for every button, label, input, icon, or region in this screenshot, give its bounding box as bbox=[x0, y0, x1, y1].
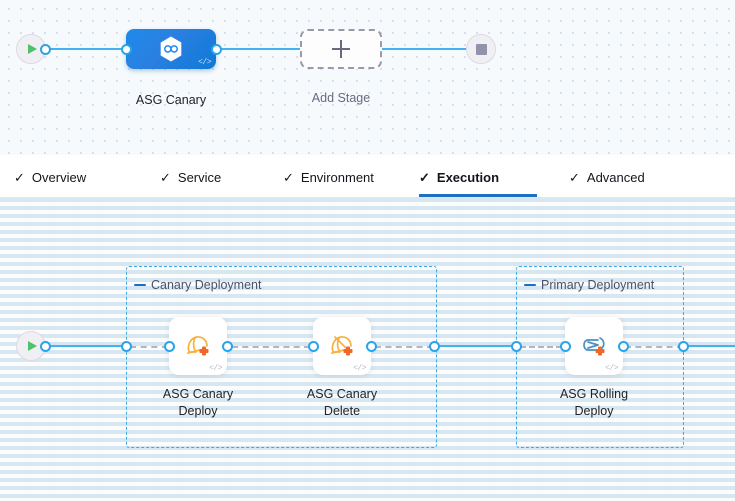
group-label-text: Canary Deployment bbox=[151, 278, 262, 292]
port-group2-in[interactable] bbox=[511, 340, 522, 352]
stage-canvas[interactable]: </> ASG Canary Add Stage bbox=[0, 0, 735, 155]
code-badge-icon[interactable]: </> bbox=[353, 364, 366, 373]
port-step2-out[interactable] bbox=[365, 340, 377, 352]
step-label-line2: Deploy bbox=[574, 404, 614, 418]
port-step1-out[interactable] bbox=[221, 340, 233, 352]
step-label-asg-canary-deploy: ASG Canary Deploy bbox=[143, 386, 253, 420]
tab-advanced-label: Advanced bbox=[586, 169, 645, 185]
tab-execution[interactable]: ✓ Execution bbox=[419, 155, 537, 197]
tab-overview-label: Overview bbox=[31, 169, 87, 185]
minus-icon[interactable] bbox=[134, 284, 146, 286]
connector-start-to-stage bbox=[42, 48, 134, 50]
tab-environment[interactable]: ✓ Environment bbox=[283, 155, 393, 197]
plus-icon bbox=[332, 40, 350, 58]
check-icon: ✓ bbox=[160, 169, 171, 185]
step-label-line2: Deploy bbox=[178, 404, 218, 418]
step-group-canary-deployment[interactable] bbox=[126, 266, 437, 448]
connector-group2-to-next bbox=[684, 345, 735, 347]
port-stage-in[interactable] bbox=[120, 43, 132, 55]
harness-hexagon-infinity-icon bbox=[160, 36, 182, 62]
connector-dashed-4 bbox=[520, 346, 562, 348]
step-group-primary-deployment[interactable] bbox=[516, 266, 684, 448]
step-label-line2: Delete bbox=[323, 404, 361, 418]
tab-service-label: Service bbox=[177, 169, 222, 185]
step-label-asg-rolling-deploy: ASG Rolling Deploy bbox=[539, 386, 649, 420]
connector-dashed-2 bbox=[232, 346, 310, 348]
play-icon bbox=[28, 44, 37, 54]
group-label-text: Primary Deployment bbox=[541, 278, 655, 292]
check-icon: ✓ bbox=[419, 169, 430, 185]
port-step3-out[interactable] bbox=[617, 340, 629, 352]
port-group1-out[interactable] bbox=[429, 340, 440, 352]
connector-dashed-1 bbox=[130, 346, 168, 348]
asg-canary-deploy-icon bbox=[187, 335, 209, 355]
check-icon: ✓ bbox=[283, 169, 294, 185]
tab-environment-label: Environment bbox=[300, 169, 374, 185]
code-badge-icon[interactable]: </> bbox=[605, 364, 618, 373]
connector-add-to-end bbox=[382, 48, 474, 50]
tab-advanced[interactable]: ✓ Advanced bbox=[569, 155, 669, 197]
asg-rolling-deploy-icon bbox=[583, 336, 605, 355]
port-step2-in[interactable] bbox=[307, 340, 319, 352]
asg-canary-delete-icon bbox=[331, 335, 353, 355]
check-icon: ✓ bbox=[14, 169, 25, 185]
step-node-asg-canary-delete[interactable]: </> bbox=[313, 317, 371, 375]
add-stage-label: Add Stage bbox=[311, 91, 371, 105]
minus-icon[interactable] bbox=[524, 284, 536, 286]
port-start-out[interactable] bbox=[40, 43, 51, 55]
tab-execution-label: Execution bbox=[436, 169, 500, 185]
step-node-asg-rolling-deploy[interactable]: </> bbox=[565, 317, 623, 375]
port-stage-out[interactable] bbox=[210, 43, 222, 55]
port-step3-in[interactable] bbox=[559, 340, 571, 352]
port-step1-in[interactable] bbox=[163, 340, 175, 352]
pipeline-end-node[interactable] bbox=[466, 34, 496, 64]
add-stage-button[interactable] bbox=[300, 29, 382, 69]
step-label-asg-canary-delete: ASG Canary Delete bbox=[287, 386, 397, 420]
pipeline-start-node[interactable] bbox=[16, 34, 46, 64]
step-node-asg-canary-deploy[interactable]: </> bbox=[169, 317, 227, 375]
step-group-canary-deployment-label[interactable]: Canary Deployment bbox=[134, 278, 261, 292]
stop-icon bbox=[475, 43, 487, 55]
connector-dashed-5 bbox=[625, 346, 683, 348]
connector-dashed-3 bbox=[375, 346, 433, 348]
tab-service[interactable]: ✓ Service bbox=[160, 155, 240, 197]
connector-stage-to-add bbox=[216, 48, 304, 50]
port-group2-out[interactable] bbox=[678, 340, 689, 352]
code-badge-icon[interactable]: </> bbox=[198, 58, 211, 67]
port-group1-in[interactable] bbox=[121, 340, 132, 352]
step-group-primary-deployment-label[interactable]: Primary Deployment bbox=[524, 278, 654, 292]
execution-canvas[interactable]: Canary Deployment Primary Deployment bbox=[0, 198, 735, 501]
play-icon bbox=[28, 341, 37, 351]
step-label-line1: ASG Rolling bbox=[559, 387, 629, 401]
connector-start-to-group1 bbox=[42, 345, 128, 347]
step-label-line1: ASG Canary bbox=[162, 387, 234, 401]
stage-node-label: ASG Canary bbox=[135, 93, 207, 107]
stage-config-tabs: ✓ Overview ✓ Service ✓ Environment ✓ Exe… bbox=[0, 155, 735, 198]
port-exec-start-out[interactable] bbox=[40, 340, 51, 352]
code-badge-icon[interactable]: </> bbox=[209, 364, 222, 373]
stage-node-asg-canary[interactable]: </> bbox=[126, 29, 216, 69]
check-icon: ✓ bbox=[569, 169, 580, 185]
tab-overview[interactable]: ✓ Overview bbox=[14, 155, 114, 197]
step-label-line1: ASG Canary bbox=[306, 387, 378, 401]
connector-group1-to-group2 bbox=[434, 345, 518, 347]
